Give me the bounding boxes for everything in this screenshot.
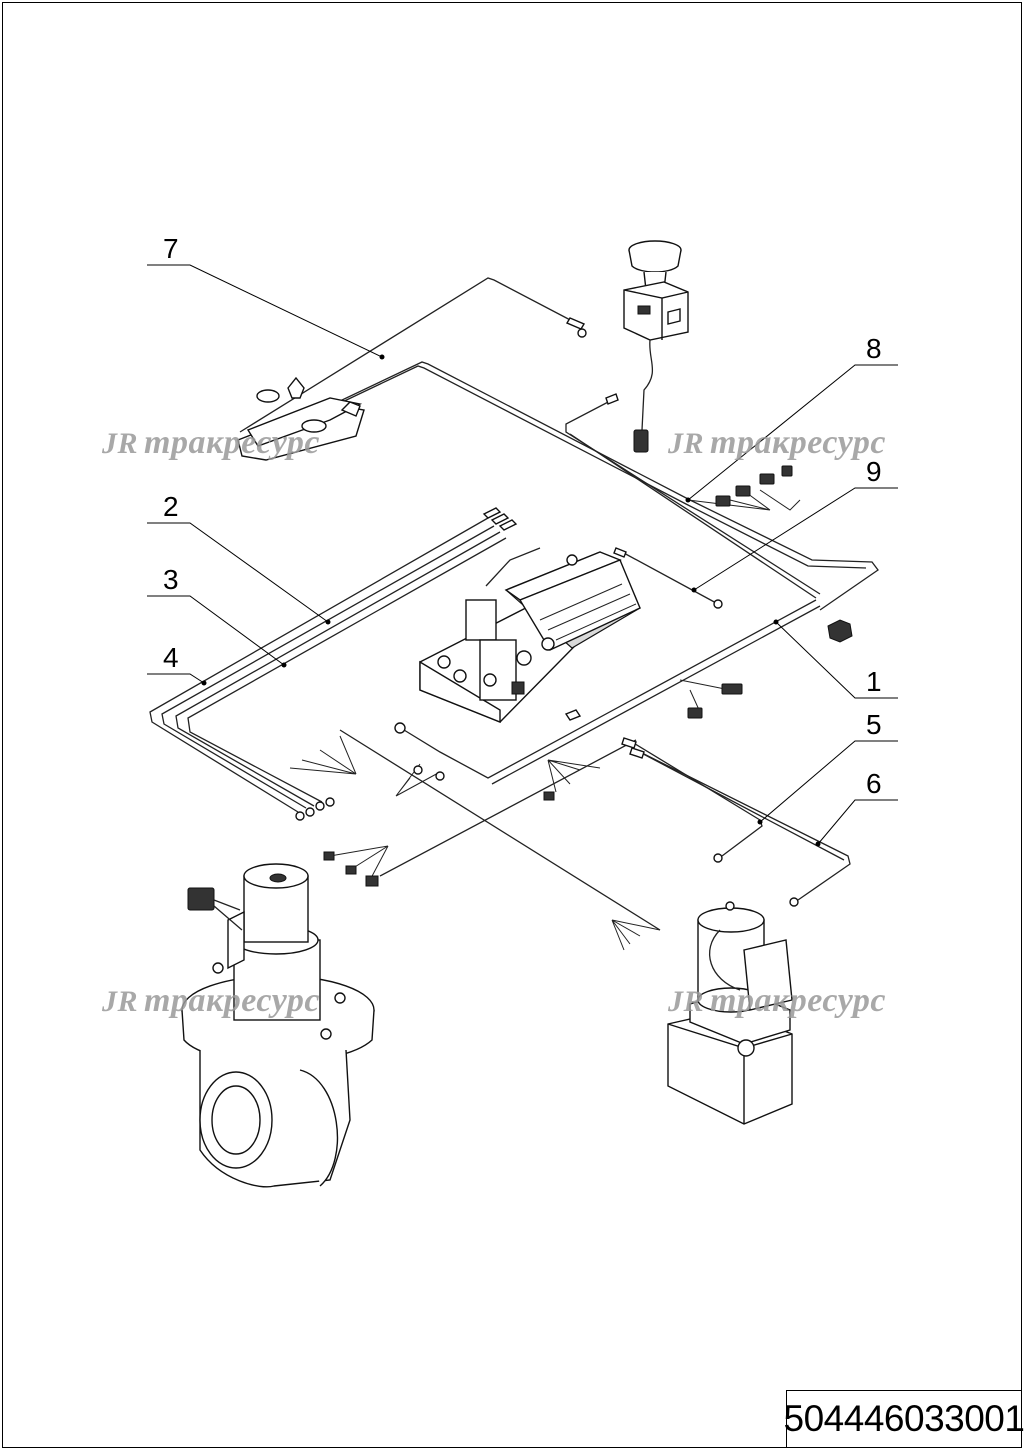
harness-5-6: [621, 737, 851, 907]
harness-1: [289, 599, 821, 951]
watermark-logo: JR: [102, 427, 139, 460]
callout-8: 8: [866, 333, 882, 364]
watermark-text: тракресурс: [710, 424, 886, 461]
callout-4: 4: [163, 642, 179, 673]
callout-labels: 7 8 9 2 3 4 1 5 6: [163, 233, 882, 799]
watermark-text: тракресурс: [144, 424, 320, 461]
harness-9: [613, 547, 723, 609]
harness-8: [565, 393, 853, 643]
callout-1: 1: [866, 666, 882, 697]
document-number: 504446033001: [784, 1390, 1025, 1448]
callout-2: 2: [163, 491, 179, 522]
controller-board: [419, 547, 641, 724]
callout-7: 7: [163, 233, 179, 264]
callout-5: 5: [866, 709, 882, 740]
leader-lines: [147, 264, 898, 847]
harness-7: [237, 277, 879, 611]
callout-6: 6: [866, 768, 882, 799]
watermark-text: тракресурс: [144, 982, 320, 1019]
drive-unit: [181, 863, 375, 1188]
watermark-logo: JR: [668, 427, 705, 460]
watermark-logo: JR: [668, 985, 705, 1018]
callout-9: 9: [866, 456, 882, 487]
emergency-stop-switch: [623, 240, 689, 453]
callout-3: 3: [163, 564, 179, 595]
watermark-text: тракресурс: [710, 982, 886, 1019]
hydraulic-pump-unit: [667, 901, 793, 1125]
watermark-logo: JR: [102, 985, 139, 1018]
